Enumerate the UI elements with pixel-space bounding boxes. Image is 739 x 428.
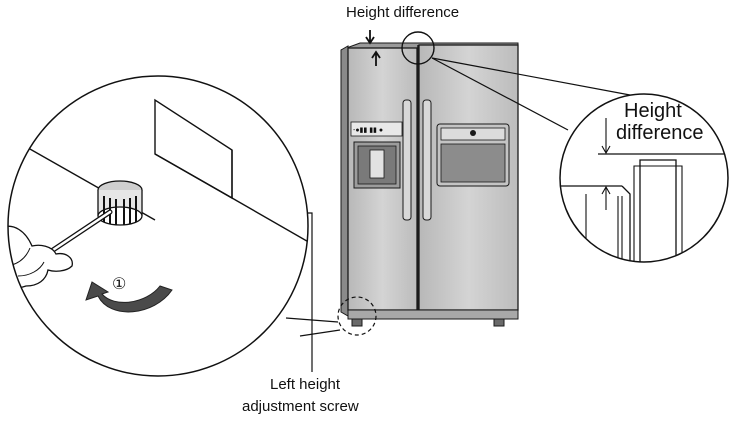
fridge-base [347, 309, 519, 320]
height-arrow-down [365, 30, 375, 45]
right-magnifier [559, 93, 729, 263]
zoom-height-label: Height [624, 100, 682, 122]
home-bar [436, 123, 510, 187]
step-number-badge: ① [112, 276, 127, 293]
water-dispenser [353, 141, 401, 189]
right-foot [493, 318, 505, 327]
screw-label-line2: adjustment screw [242, 398, 359, 415]
fridge-side-panel [340, 45, 349, 317]
svg-text:-●▮▮ ▮▮ ●: -●▮▮ ▮▮ ● [353, 127, 383, 134]
top-focus-circle [401, 31, 435, 65]
height-difference-label: Height difference [346, 4, 460, 21]
refrigerator: -●▮▮ ▮▮ ● [337, 30, 519, 336]
height-arrow-up [371, 50, 381, 66]
foot-focus-circle [337, 296, 377, 336]
rotation-arrow-icon [85, 281, 173, 313]
screw-label-line1: Left height [270, 376, 341, 393]
hand-icon [8, 225, 73, 289]
adjustment-screw [97, 180, 143, 226]
zoom-difference-label: difference [616, 122, 704, 144]
control-panel: -●▮▮ ▮▮ ● [350, 121, 403, 137]
left-handle [402, 99, 412, 221]
right-handle [422, 99, 432, 221]
left-magnifier [7, 75, 309, 377]
left-foot [351, 318, 363, 327]
